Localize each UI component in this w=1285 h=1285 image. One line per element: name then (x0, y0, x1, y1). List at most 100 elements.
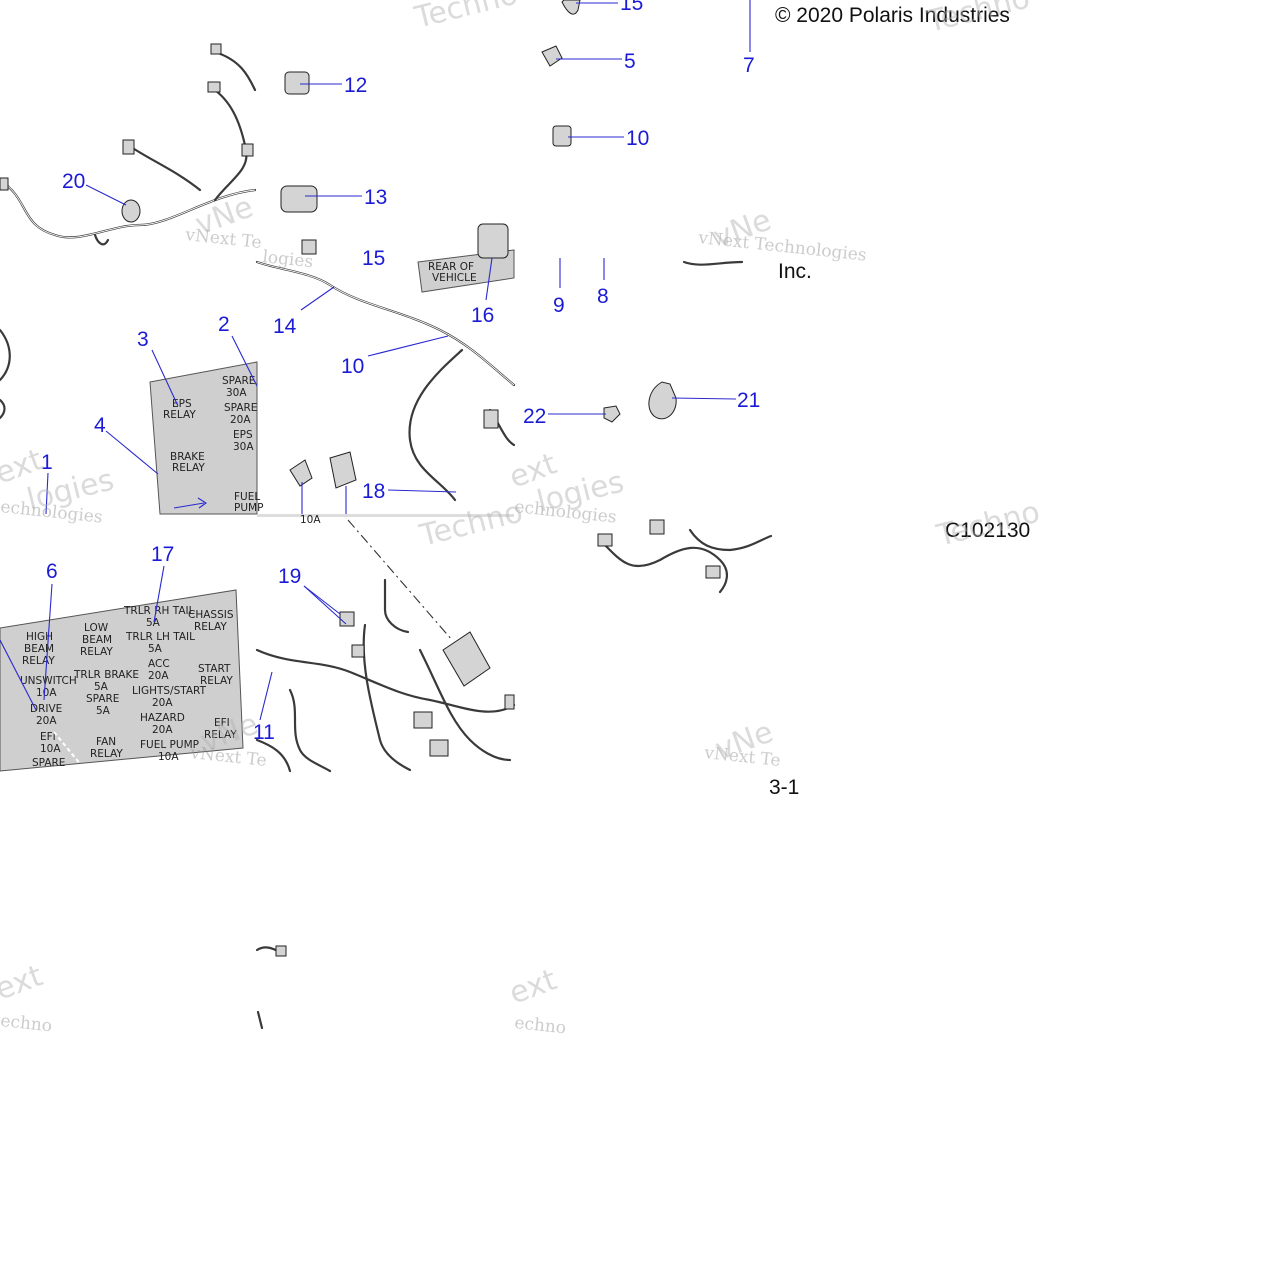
label-trlr-rh: TRLR RH TAIL (123, 605, 195, 617)
label-drive: DRIVE (30, 703, 62, 715)
label-fuel: FUEL (234, 491, 260, 503)
watermark-text: Techno (410, 0, 521, 36)
ecu-module (442, 631, 491, 687)
label-chassis-relay: RELAY (194, 621, 227, 633)
label-fuel-pump: FUEL PUMP (140, 739, 199, 751)
label-trlr-brake: TRLR BRAKE (73, 669, 139, 681)
tile-top-right: 15 5 10 7 vNext Technologies vNe (541, 0, 868, 266)
label-brake-relay: RELAY (172, 462, 205, 474)
tile-bottom-middle: 10A 19 11 Techno (253, 495, 526, 773)
label-start: START (198, 663, 231, 675)
tile-frame-top (257, 514, 514, 517)
callout-19: 19 (278, 565, 301, 588)
label-low: LOW (84, 622, 109, 634)
label-efi-relay-a: EFI (214, 717, 230, 729)
harness-branch (210, 86, 248, 202)
harness-branch (688, 528, 773, 552)
leader-16 (485, 257, 493, 301)
callout-5: 5 (624, 50, 636, 73)
leader-11 (259, 671, 273, 721)
connector-part-13 (280, 185, 318, 213)
lower-harness (418, 648, 512, 762)
label-lights-start: LIGHTS/START (132, 685, 207, 697)
relay-connector-16 (477, 223, 509, 259)
label-efi-relay-b: RELAY (204, 729, 237, 741)
leader-19b (303, 585, 347, 625)
harness-wire (0, 398, 6, 420)
relay-part (329, 451, 357, 489)
callout-15: 15 (620, 0, 643, 15)
fuse-labels-upper: EPS RELAY BRAKE RELAY SPARE 30A SPARE 20… (163, 375, 263, 514)
harness-wire (598, 538, 728, 594)
lower-harness (255, 648, 516, 713)
tile-middle-right: 9 8 22 21 ext echnologies logies (505, 258, 760, 528)
label-unswitch-10a: 10A (36, 687, 57, 699)
harness-wire-inner (0, 179, 256, 238)
tile-bottom-right: vNext Te vNe 3-1 (597, 519, 799, 799)
label-relay: RELAY (22, 655, 55, 667)
tile-middle-left: EPS RELAY BRAKE RELAY SPARE 30A SPARE 20… (0, 313, 263, 528)
lower-harness (255, 738, 292, 773)
connector-part (207, 81, 221, 93)
label-start-relay: RELAY (200, 675, 233, 687)
callout-6: 6 (46, 560, 58, 583)
harness-branch (213, 50, 257, 92)
label-trlr-brake-5a: 5A (94, 681, 109, 693)
label-acc: ACC (148, 658, 170, 670)
dash-dot-line (347, 519, 453, 641)
label-trlr-lh-5a: 5A (148, 643, 163, 655)
harness-wire (256, 1010, 264, 1030)
page-ref-text: 3-1 (769, 776, 799, 799)
tile-bottom-left: HIGH BEAM RELAY LOW BEAM RELAY TRLR RH T… (0, 543, 268, 772)
grommet-part-20 (121, 199, 141, 223)
connector-10a-label: 10A (300, 514, 321, 526)
connector-part (351, 644, 365, 658)
connector-part (649, 519, 665, 535)
watermark-text: logies (261, 247, 314, 272)
label-fan-relay: RELAY (90, 748, 123, 760)
label-trlr-rh-5a: 5A (146, 617, 161, 629)
clamp-part-15 (561, 0, 581, 15)
connector-part (429, 739, 449, 757)
label-efi-10a: 10A (40, 743, 61, 755)
label-high: HIGH (26, 631, 53, 643)
lower-harness (383, 578, 410, 634)
leader-18 (387, 489, 457, 493)
lower-harness (362, 623, 412, 772)
connector-part (597, 533, 613, 547)
harness-wire (0, 328, 11, 382)
main-harness-inner (256, 261, 515, 386)
connector-part (413, 711, 433, 729)
harness-wire (682, 260, 744, 266)
watermark-text: ext (505, 962, 562, 1011)
label-acc-20a: 20A (148, 670, 169, 682)
callout-11: 11 (253, 721, 275, 744)
leader-3 (151, 349, 179, 407)
label-spare-30a: 30A (226, 387, 247, 399)
label-spare-5: SPARE (86, 693, 119, 705)
label-beam: BEAM (24, 643, 54, 655)
connector-part-12 (284, 71, 310, 95)
callout-17: 17 (151, 543, 174, 566)
callout-12: 12 (344, 74, 367, 97)
vehicle-label: VEHICLE (432, 272, 477, 284)
label-spare-lower: SPARE (32, 757, 65, 769)
clip-part-10 (552, 125, 572, 147)
label-eps-30: EPS (233, 429, 253, 441)
copyright-text: © 2020 Polaris Industries (775, 4, 1010, 27)
label-hazard: HAZARD (140, 712, 185, 724)
label-eps-30a: 30A (233, 441, 254, 453)
fuse-labels-lower: HIGH BEAM RELAY LOW BEAM RELAY TRLR RH T… (20, 605, 237, 769)
callout-14: 14 (273, 315, 297, 338)
harness-branch (126, 143, 202, 192)
label-pump: PUMP (234, 502, 263, 514)
callout-8: 8 (597, 285, 609, 308)
label-eps: EPS (172, 398, 192, 410)
harness-branch (408, 348, 464, 502)
label-brake: BRAKE (170, 451, 205, 463)
arrow-mark (173, 497, 207, 509)
callout-10: 10 (626, 127, 649, 150)
connector-part (0, 177, 9, 191)
label-spare-20: SPARE (224, 402, 257, 414)
